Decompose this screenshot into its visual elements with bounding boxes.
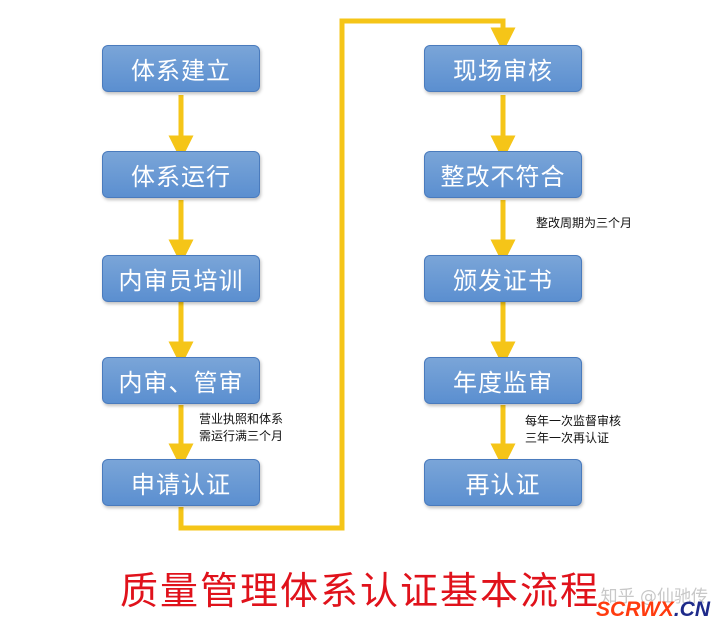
step-system-operation: 体系运行 xyxy=(102,151,260,198)
step-annual-surveillance: 年度监审 xyxy=(424,357,582,404)
step-rectify-nonconformity: 整改不符合 xyxy=(424,151,582,198)
watermark-logo-main: SCRWX xyxy=(596,598,674,621)
step-label: 整改不符合 xyxy=(440,163,566,191)
watermark-logo: SCRWX.CN xyxy=(596,598,710,622)
step-label: 内审、管审 xyxy=(118,369,244,397)
step-label: 现场审核 xyxy=(453,57,553,85)
note-left-requirement: 营业执照和体系 需运行满三个月 xyxy=(199,412,284,443)
step-internal-and-management-review: 内审、管审 xyxy=(102,357,260,404)
step-internal-auditor-training: 内审员培训 xyxy=(102,255,260,302)
watermark-logo-suffix: .CN xyxy=(673,598,710,621)
step-system-establish: 体系建立 xyxy=(102,45,260,92)
diagram-title: 质量管理体系认证基本流程 xyxy=(119,569,600,613)
note-surveillance-cycle: 每年一次监督审核 三年一次再认证 xyxy=(525,414,622,445)
connector-left-to-right xyxy=(178,18,516,531)
step-recertification: 再认证 xyxy=(424,459,582,506)
step-label: 体系建立 xyxy=(131,57,231,85)
step-label: 年度监审 xyxy=(453,369,553,397)
step-label: 申请认证 xyxy=(131,471,231,499)
step-label: 再认证 xyxy=(465,471,541,499)
step-label: 颁发证书 xyxy=(453,267,553,295)
watermark-text: 知乎 @仙驰传 xyxy=(600,587,708,607)
step-issue-certificate: 颁发证书 xyxy=(424,255,582,302)
step-label: 体系运行 xyxy=(131,163,231,191)
step-onsite-audit: 现场审核 xyxy=(424,45,582,92)
step-label: 内审员培训 xyxy=(118,267,244,295)
note-rectify-period: 整改周期为三个月 xyxy=(536,216,633,230)
step-apply-certification: 申请认证 xyxy=(102,459,260,506)
